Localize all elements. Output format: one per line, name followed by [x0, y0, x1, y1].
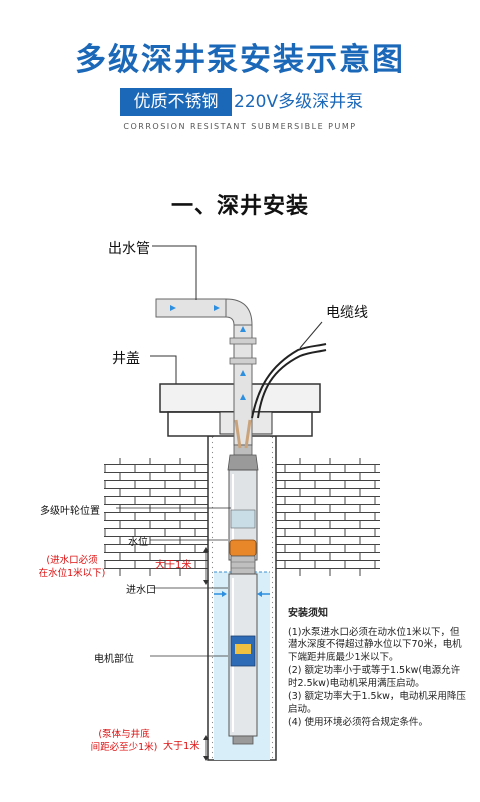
install-notes-heading: 安装须知 [288, 608, 328, 619]
label-cable: 电缆线 [326, 305, 368, 321]
note-bottom-clearance: (泵体与井底 间距必至少1米) [90, 729, 158, 753]
label-inlet: 进水口 [126, 585, 156, 596]
pump-head [227, 454, 259, 471]
install-note-item: (4) 使用环境必须符合规定条件。 [288, 717, 428, 728]
label-gt1m-inlet: 大于1米 [155, 560, 192, 571]
label-impeller: 多级叶轮位置 [40, 506, 100, 517]
label-well-cover: 井盖 [112, 351, 140, 367]
label-motor: 电机部位 [94, 654, 134, 665]
subtitle-text: 220V多级深井泵 [234, 92, 364, 112]
section-title: 一、深井安装 [170, 194, 309, 219]
subtitle-bar: 优质不锈钢 220V多级深井泵 [120, 88, 364, 116]
material-badge: 优质不锈钢 [120, 88, 232, 116]
label-gt1m-bottom: 大于1米 [163, 741, 200, 752]
brick-ground-right [276, 458, 380, 576]
install-note-item: (2) 额定功率小于或等于1.5kw(电源允许时2.5kw)电动机采用满压启动。 [288, 665, 461, 689]
flow-arrow-icon [170, 305, 176, 311]
install-note-item: (3) 额定功率大于1.5kw，电动机采用降压启动。 [288, 691, 466, 715]
cable-line [257, 349, 327, 419]
install-note-item: (1)水泵进水口必须在动水位1米以下，但潜水深度不得超过静水位以下70米，电机下… [288, 626, 462, 663]
label-outlet-pipe: 出水管 [108, 241, 150, 257]
brick-ground-left [104, 458, 208, 576]
install-notes: 安装须知 (1)水泵进水口必须在动水位1米以下，但潜水深度不得超过静水位以下70… [288, 608, 468, 731]
label-water-level: 水位 [128, 537, 148, 548]
pump-inlet [229, 539, 257, 557]
page-title: 多级深井泵安装示意图 [75, 42, 405, 78]
english-subtitle: CORROSION RESISTANT SUBMERSIBLE PUMP [123, 122, 357, 131]
note-inlet-depth: (进水口必须 在水位1米以下) [38, 555, 106, 579]
